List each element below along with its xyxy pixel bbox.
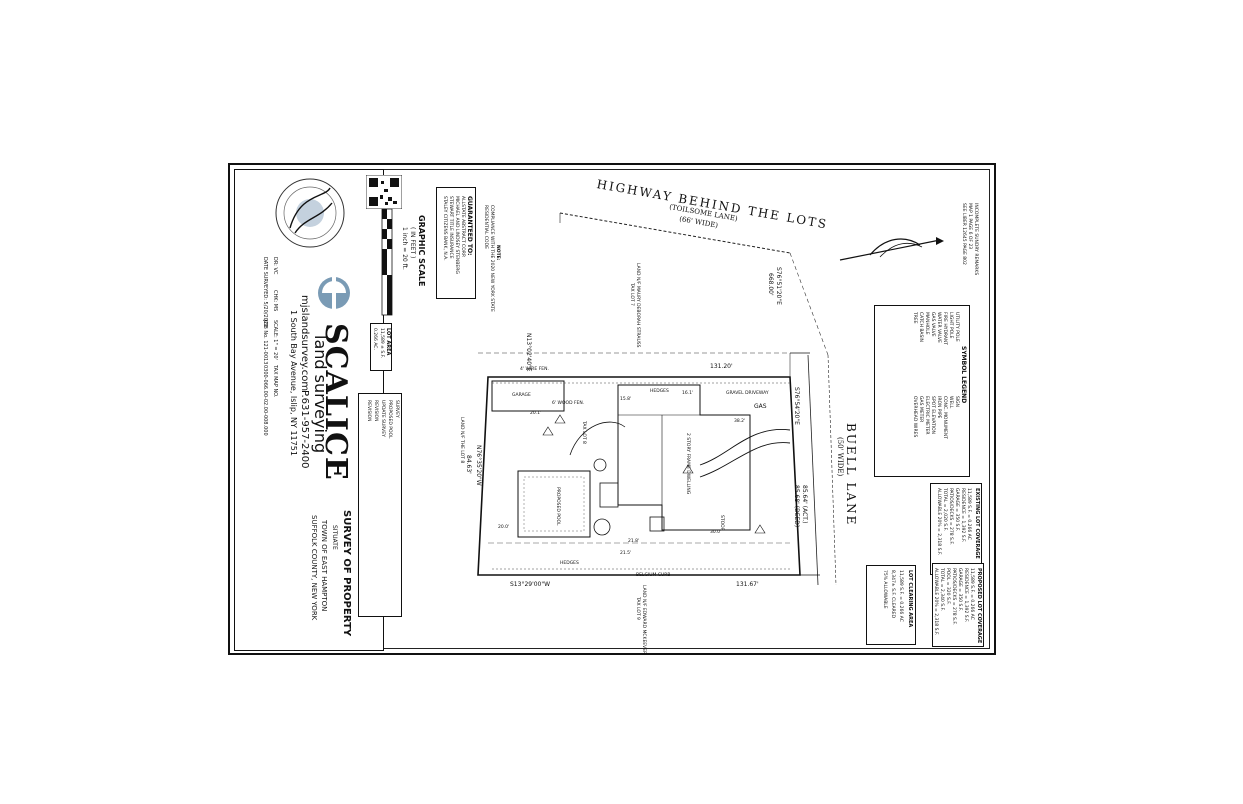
north-arrow-icon [839,237,944,261]
legend-title: SYMBOL LEGEND [960,346,967,404]
north-distance: 131.20' [710,363,733,370]
top-right-note-line: MAP 1 PAGE 6 OF 23 [967,203,972,250]
survey-plan-drawing [477,212,944,586]
lot-clearing-title: LOT CLEARING AREA [907,570,913,628]
adjoiner-south: LAND N/F EDWARD MCKEEVER [641,585,646,655]
qr-code-icon [366,175,402,209]
south-distance: 131.67' [736,581,759,588]
east-distance-deed: 85.68' (DEED) [793,485,800,528]
legend-item: UTILITY POLE [954,312,959,342]
legend-item: SIGN [954,396,959,408]
dimension: 15.8' [620,397,632,402]
dimension: 20.1' [530,411,542,416]
hedges-label-top: HEDGES [650,389,669,394]
adjoiner-west: LAND N/F THE LOT 8 [459,417,464,464]
legend-item: MANHOLE [924,312,929,335]
symbol-legend: SYMBOL LEGEND UTILITY POLE LIGHT POLE FI… [874,305,970,477]
legend-item: GAS VALVE [930,312,935,337]
east-bearing: S76°54'20"E [793,387,800,425]
existing-coverage-box: EXISTING LOT COVERAGE 11,589 S.F. = 0.26… [930,483,982,575]
top-right-bearing: S76°51'20"E [775,267,782,305]
proposed-coverage-line: RESIDENCE = 1,392 S.F. [963,568,968,623]
legend-item: FIRE HYDRANT [942,312,947,346]
west-bearing: N76°35'20"W [475,445,482,486]
proposed-coverage-line: PATIOS/DECKS = 278 S.F. [951,568,956,625]
legend-item: SPOT ELEVATION [930,396,935,434]
dimension: 20.0' [498,525,510,530]
top-right-note-line: SEE LIBER 12645 PAGE 802 [961,203,966,265]
proposed-coverage-line: POOL = 320 S.F. [945,568,950,605]
legend-item: CATCH BASIN [918,312,923,343]
adjoiner-north: LAND N/F MAURY DEBORAH STRAUSS [635,263,640,348]
tax-lot-label: TAX LOT 8 [581,421,586,444]
lot-clearing-line: 75% ALLOWABLE [882,570,887,609]
legend-item: OVERHEAD WIRES [912,396,917,438]
belgian-curb-label: BELGIUM CURB [636,573,671,578]
dimension: 16.1' [682,391,694,396]
east-distance-actual: 85.64' (ACT.) [801,485,808,524]
proposed-coverage-line: GARAGE = 350 S.F. [957,568,962,612]
lot-clearing-box: LOT CLEARING AREA 11,589 S.F. = 0.266 AC… [866,565,916,645]
west-distance: 84.63' [465,455,472,474]
existing-coverage-line: RESIDENCE = 1,392 S.F. [960,488,965,543]
revisions-table: SURVEY PROPOSED POOL UPDATE SURVEY REVIS… [358,393,402,617]
existing-coverage-line: TOTAL = 2,020 S.F. [942,488,947,531]
proposed-coverage-title: PROPOSED LOT COVERAGE [976,568,982,644]
buell-lane-width: (50' WIDE) [836,437,844,477]
adjoiner-north-tax: TAX LOT 7 [629,283,634,306]
top-right-note-line: INCOMPLETE SUNDRY REMARKS [973,203,978,276]
existing-coverage-line: 11,589 S.F. = 0.266 AC [966,488,971,540]
legend-item: ELECTRIC METER [924,396,929,435]
hedges-label-bottom: HEDGES [560,561,579,566]
survey-sheet: SCALICE land surveying mjslandsurvey.com… [228,163,996,655]
wood-fence-label: 6' WOOD FEN. [552,401,585,406]
legend-item: CONC. MONUMENT [942,396,947,439]
legend-item: LIGHT POLE [948,312,953,339]
lot-clearing-line: 11,589 S.F. = 0.266 AC [898,570,903,622]
legend-item: GAS METER [918,396,923,423]
proposed-coverage-box: PROPOSED LOT COVERAGE 11,589 S.F. = 0.26… [932,563,984,647]
scalice-logo-icon [318,277,350,309]
existing-coverage-line: GARAGE = 350 S.F. [954,488,959,532]
fence-label: 4' WIRE FEN. [520,367,549,372]
dwelling-label: 2 STORY FRAME DWELLING [685,433,690,495]
graphic-scale-bar [381,208,393,316]
gas-label: GAS [754,403,767,410]
pool-label: PROPOSED POOL [555,487,560,526]
top-right-distance: 668.00' [767,273,774,296]
dimension: 30.0' [710,530,722,535]
legend-item: WELL [948,396,953,409]
existing-coverage-title: EXISTING LOT COVERAGE [974,488,980,559]
lot-clearing-line: 8,347± S.F. CLEARED [890,570,895,619]
dimension: 21.8' [628,539,640,544]
adjoiner-south-tax: TAX LOT 9 [635,597,640,620]
dimension: 38.2' [734,419,746,424]
lot-area-box: LOT AREA 11,589 ± S.F. 0.266 AC. [370,323,392,371]
garage-label: GARAGE [512,393,531,398]
buell-lane-label: BUELL LANE [844,423,858,527]
stoop-label: STOOP [719,515,724,531]
guarantee-box: GUARANTEED TO: ALLSTATE ABSTRACT CORP. M… [436,187,476,299]
proposed-coverage-line: TOTAL = 2,340 S.F. [939,568,944,611]
seal-icon [275,178,345,248]
dimension: 21.5' [620,551,632,556]
proposed-coverage-line: 11,589 S.F. = 0.266 AC [969,568,974,620]
proposed-coverage-line: ALLOWABLE 20% = 2,318 S.F. [933,568,938,636]
legend-item: TREE [912,312,917,324]
existing-coverage-line: PATIOS/DECKS = 278 S.F. [948,488,953,545]
existing-coverage-line: ALLOWABLE 20% = 2,318 S.F. [936,488,941,556]
gravel-label: GRAVEL DRIVEWAY [726,391,769,396]
north-bearing: N13°02'40"E [525,333,532,372]
legend-item: WATER VALVE [936,312,941,343]
south-bearing: S13°29'00"W [510,581,551,588]
legend-item: IRON PIPE [936,396,941,419]
